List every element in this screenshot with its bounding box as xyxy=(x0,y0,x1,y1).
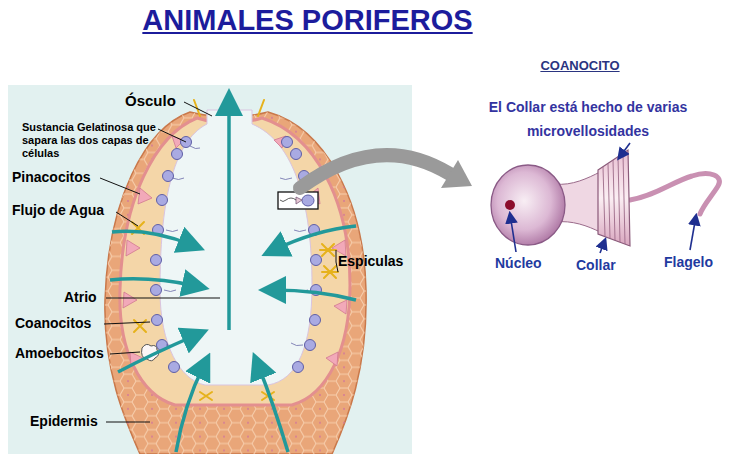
leader-lines xyxy=(106,422,150,423)
note-text: El Collar está hecho de varias microvell… xyxy=(468,95,708,143)
leader-lines xyxy=(184,102,212,116)
leader-lines xyxy=(100,102,338,422)
choanocyte-lining xyxy=(163,171,174,182)
part-label: Espiculas xyxy=(338,253,403,270)
part-label: Atrio xyxy=(64,289,97,306)
part-label: Epidermis xyxy=(30,413,98,430)
highlight-box xyxy=(280,198,296,202)
spicule-group xyxy=(132,100,338,400)
choanocyte-lining xyxy=(151,255,162,266)
zoom-arrow xyxy=(441,160,472,188)
water-flow-arrows xyxy=(258,365,288,452)
zoom-arrow xyxy=(300,155,472,188)
choanocyte-lining xyxy=(157,195,168,206)
part-label: Flujo de Agua xyxy=(12,202,104,219)
choanocyte-lining xyxy=(151,137,322,373)
panel-ground xyxy=(8,85,412,454)
choanocyte-lining xyxy=(172,149,183,160)
water-flow-arrows xyxy=(110,102,356,452)
choanocyte-lining xyxy=(310,315,321,326)
water-flow-arrows xyxy=(274,226,356,250)
part-label: Sustancia Gelatinosa que sapara las dos … xyxy=(22,121,162,160)
choanocyte-lining xyxy=(291,149,302,160)
part-label: Flagelo xyxy=(664,254,713,271)
water-flow-arrows xyxy=(112,231,192,245)
leader-lines xyxy=(336,250,338,272)
leader-lines xyxy=(116,212,138,226)
pinacocyte-cells xyxy=(326,352,338,366)
water-flow-arrows xyxy=(272,290,356,300)
choanocyte-detail xyxy=(598,150,630,246)
callout-arrows xyxy=(510,214,516,252)
zoom-arrow xyxy=(300,155,450,188)
choanocyte-lining xyxy=(282,137,293,148)
pinacocyte-cells xyxy=(334,300,347,314)
callout-arrows xyxy=(510,143,696,253)
highlight-box xyxy=(296,197,302,204)
spicule-group xyxy=(200,392,212,400)
choanocyte-lining xyxy=(293,362,304,373)
pinacocyte-cells xyxy=(123,136,347,366)
callout-arrows xyxy=(690,216,696,250)
water-flow-arrows xyxy=(176,365,204,452)
spicule-group xyxy=(320,244,336,256)
choanocyte-detail xyxy=(630,174,719,214)
pinacocyte-cells xyxy=(126,240,140,256)
choanocyte-detail xyxy=(491,165,565,245)
diagram-title: ANIMALES PORIFEROS xyxy=(100,3,515,37)
part-label: Pinacocitos xyxy=(12,169,91,186)
water-flow-arrows xyxy=(227,102,231,330)
highlight-box xyxy=(302,195,314,206)
pinacocyte-cells xyxy=(123,292,137,308)
choanocyte-detail xyxy=(491,150,719,246)
leader-lines xyxy=(100,178,140,194)
choanocyte-lining xyxy=(152,315,163,326)
leader-lines xyxy=(158,129,186,142)
choanocyte-lining xyxy=(151,285,162,296)
water-flow-arrows xyxy=(110,279,196,286)
leader-lines xyxy=(110,352,140,354)
sponge-body xyxy=(160,110,312,385)
pinacocyte-cells xyxy=(138,188,152,204)
part-label: Coanocitos xyxy=(15,315,91,332)
choanocyte-detail xyxy=(505,200,515,210)
sponge-body xyxy=(105,110,366,454)
leader-lines xyxy=(106,298,220,299)
water-flow-arrows xyxy=(118,335,196,372)
choanocyte-lining xyxy=(305,340,316,351)
part-label: Amoebocitos xyxy=(15,345,104,362)
panel-heading: COANOCITO xyxy=(500,58,660,74)
part-label: Collar xyxy=(576,257,616,274)
part-label: Ósculo xyxy=(125,92,176,110)
choanocyte-flagella xyxy=(164,146,200,346)
part-label: Núcleo xyxy=(495,255,542,272)
callout-arrows xyxy=(600,240,605,253)
spicule-group xyxy=(322,266,338,278)
choanocyte-lining xyxy=(311,255,322,266)
callout-arrows xyxy=(619,143,630,158)
choanocyte-detail xyxy=(603,154,625,244)
leader-lines xyxy=(104,322,150,324)
choanocyte-lining xyxy=(169,362,180,373)
